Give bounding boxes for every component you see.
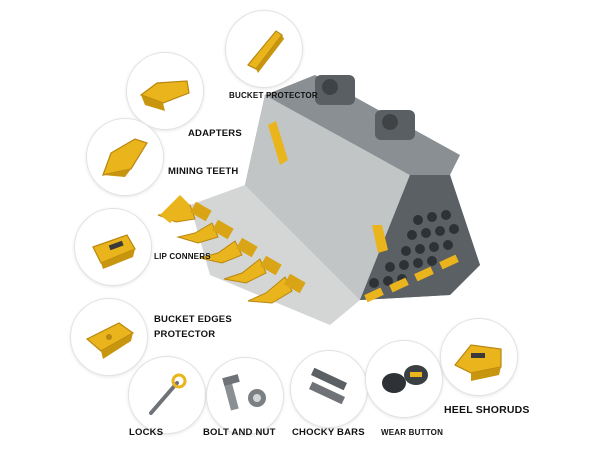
heel-shroud-icon <box>454 344 502 381</box>
label-bucket-edges-2: PROTECTOR <box>154 329 216 340</box>
label-mining-teeth: MINING TEETH <box>168 166 239 177</box>
bolt-nut-icon <box>222 374 266 411</box>
bucket-protector-icon <box>247 30 284 73</box>
label-bolt-and-nut: BOLT AND NUT <box>203 427 276 438</box>
label-lip-conners: LIP CONNERS <box>154 252 211 261</box>
excavator-bucket-illustration <box>150 55 495 345</box>
label-chocky-bars: CHOCKY BARS <box>292 427 365 438</box>
lip-corner-circle <box>74 208 152 286</box>
chocky-bar-icon <box>308 367 348 405</box>
label-adapters: ADAPTERS <box>188 128 242 139</box>
mining-tooth-icon <box>102 138 148 177</box>
edge-protector-icon <box>85 322 135 359</box>
heel-shroud-circle <box>440 318 518 396</box>
wear-button-circle <box>365 340 443 418</box>
adapter-icon <box>139 80 190 111</box>
edge-protector-circle <box>70 298 148 376</box>
label-bucket-protector: BUCKET PROTECTOR <box>229 91 318 100</box>
bucket-protector-circle <box>225 10 303 88</box>
label-wear-button: WEAR BUTTON <box>381 428 444 437</box>
label-locks: LOCKS <box>129 427 164 438</box>
chocky-bar-circle <box>290 350 368 428</box>
bolt-nut-circle <box>206 357 284 435</box>
wear-button-icon <box>382 365 428 393</box>
mining-tooth-circle <box>86 118 164 196</box>
bucket-drawing <box>157 75 480 325</box>
lock-pin-icon <box>149 373 187 415</box>
wear-buttons <box>369 210 459 288</box>
lock-circle <box>128 356 206 434</box>
label-heel-shorouds: HEEL SHORUDS <box>444 404 530 416</box>
label-bucket-edges-1: BUCKET EDGES <box>154 314 232 325</box>
lip-corner-icon <box>92 234 136 269</box>
adapter-circle <box>126 52 204 130</box>
